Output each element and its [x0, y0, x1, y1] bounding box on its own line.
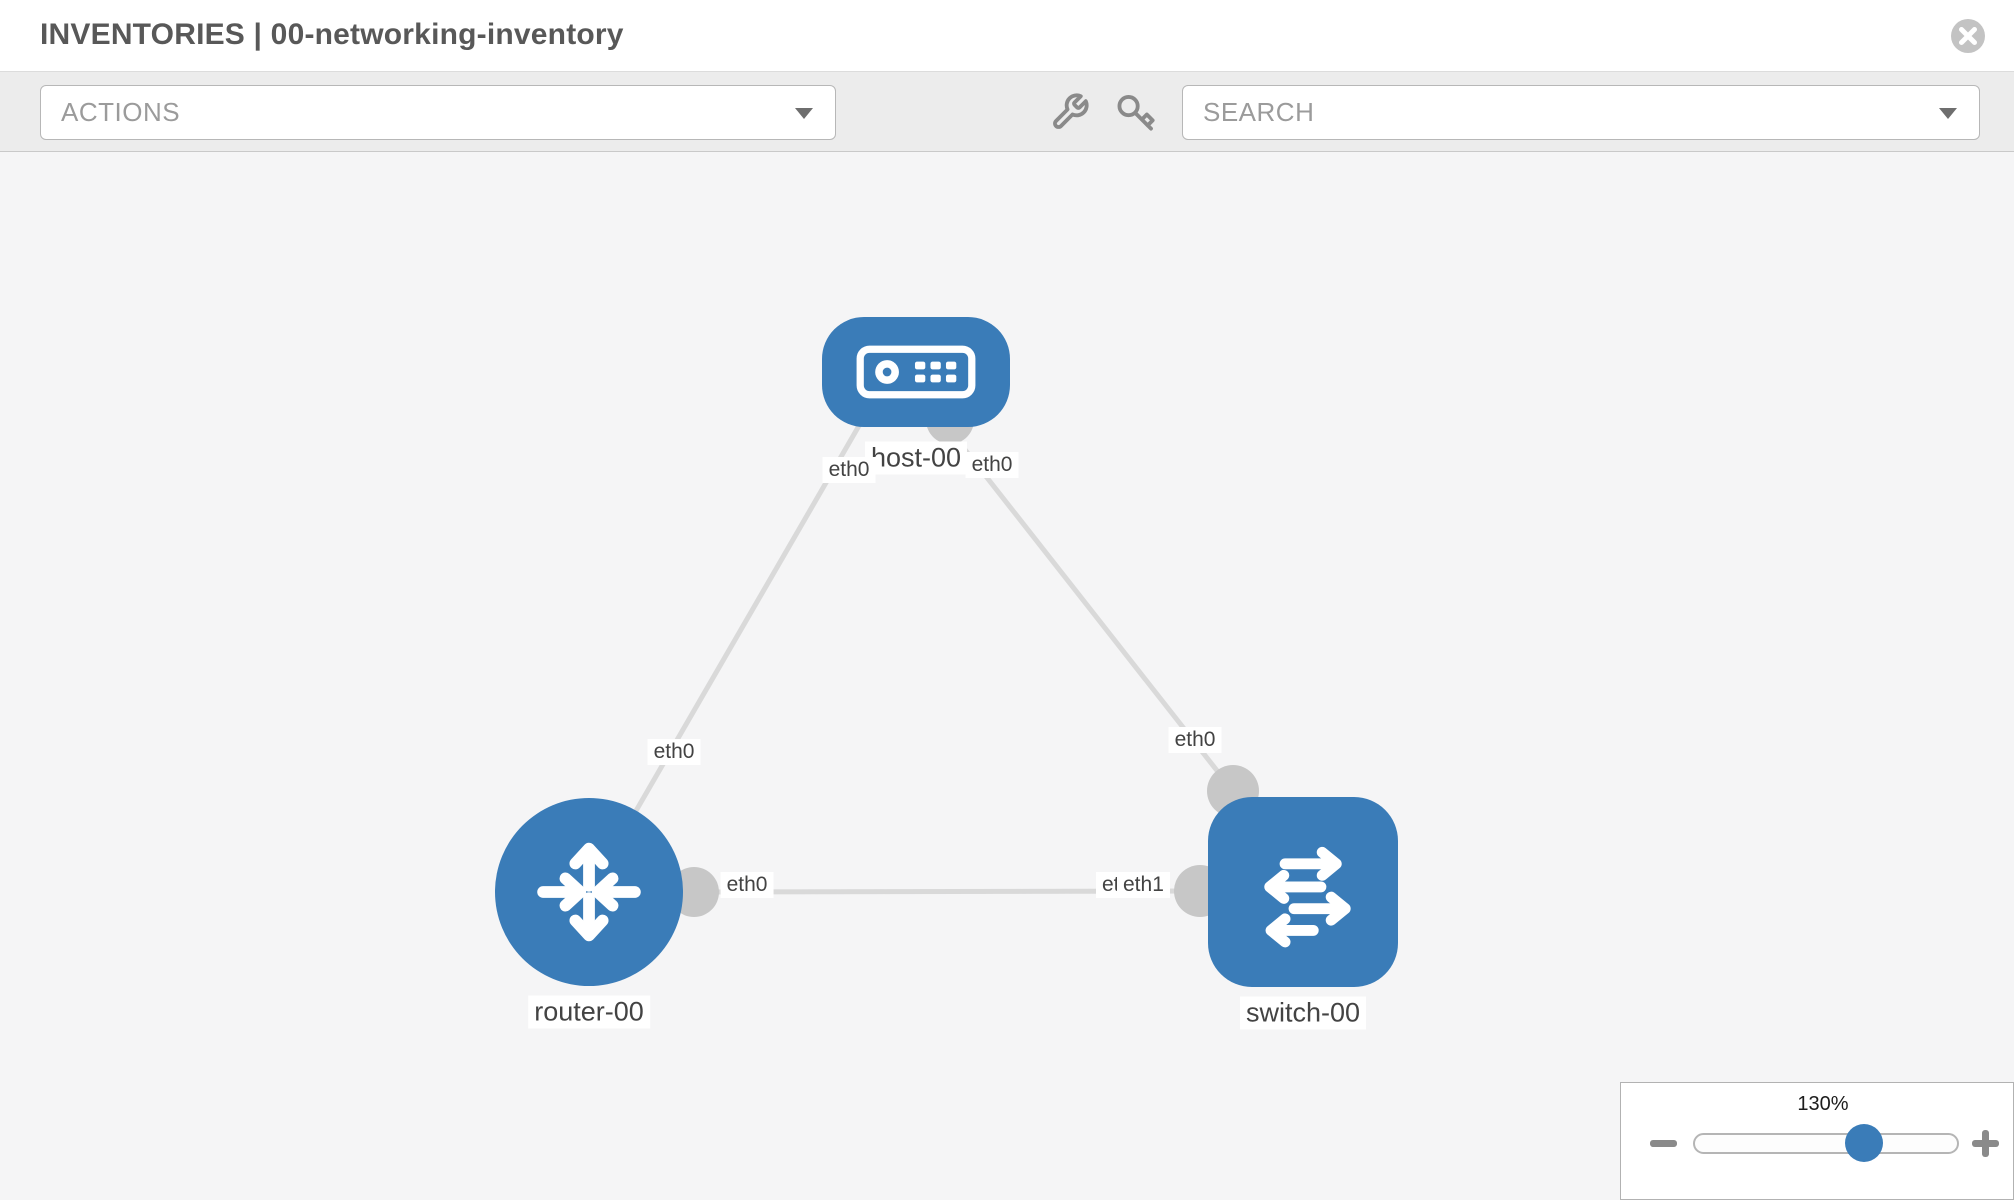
links-layer — [586, 396, 1259, 917]
zoom-control-panel: 130% — [1620, 1082, 2014, 1200]
close-button[interactable] — [1950, 18, 1986, 54]
topology-canvas[interactable]: host-00 router-00 switch-00 eth0 eth0 et… — [0, 152, 2014, 1200]
zoom-slider-track[interactable] — [1693, 1133, 1959, 1154]
interface-label-router-right-eth0: eth0 — [720, 872, 774, 898]
close-icon — [1951, 19, 1985, 53]
toolbar: ACTIONS SEARCH — [0, 72, 2014, 152]
interface-label-router-top-eth0: eth0 — [647, 739, 701, 765]
node-router-00[interactable] — [495, 798, 683, 986]
search-dropdown-label: SEARCH — [1203, 97, 1315, 127]
header: INVENTORIES | 00-networking-inventory — [0, 0, 2014, 72]
page-title: INVENTORIES | 00-networking-inventory — [40, 18, 624, 51]
actions-dropdown-label: ACTIONS — [61, 97, 181, 127]
zoom-in-button[interactable] — [1972, 1130, 1999, 1157]
key-icon — [1117, 95, 1155, 131]
wrench-icon — [1053, 93, 1089, 129]
node-switch-00[interactable] — [1208, 797, 1398, 987]
actions-dropdown[interactable]: ACTIONS — [40, 85, 836, 140]
switch-arrows-icon — [1264, 846, 1351, 948]
node-label-host-00: host-00 — [864, 441, 968, 475]
key-button[interactable] — [1116, 92, 1156, 132]
server-icon — [856, 345, 976, 399]
node-label-switch-00: switch-00 — [1239, 996, 1367, 1030]
router-crossed-arrows-icon — [537, 842, 641, 942]
interface-label-switch-top-eth0: eth0 — [1168, 727, 1222, 753]
node-label-router-00: router-00 — [528, 995, 650, 1029]
wrench-button[interactable] — [1050, 92, 1090, 132]
zoom-percent-label: 130% — [1797, 1093, 1849, 1115]
zoom-slider-thumb[interactable] — [1845, 1124, 1883, 1162]
interface-label-host-right-eth0: eth0 — [965, 452, 1019, 478]
zoom-out-button[interactable] — [1650, 1140, 1677, 1147]
chevron-down-icon — [795, 107, 813, 119]
interface-label-switch-left-eth1: eth1 — [1117, 872, 1170, 898]
interface-label-host-left-eth0: eth0 — [822, 457, 876, 483]
search-dropdown[interactable]: SEARCH — [1182, 85, 1980, 140]
chevron-down-icon — [1939, 107, 1957, 119]
node-host-00[interactable] — [822, 317, 1010, 427]
